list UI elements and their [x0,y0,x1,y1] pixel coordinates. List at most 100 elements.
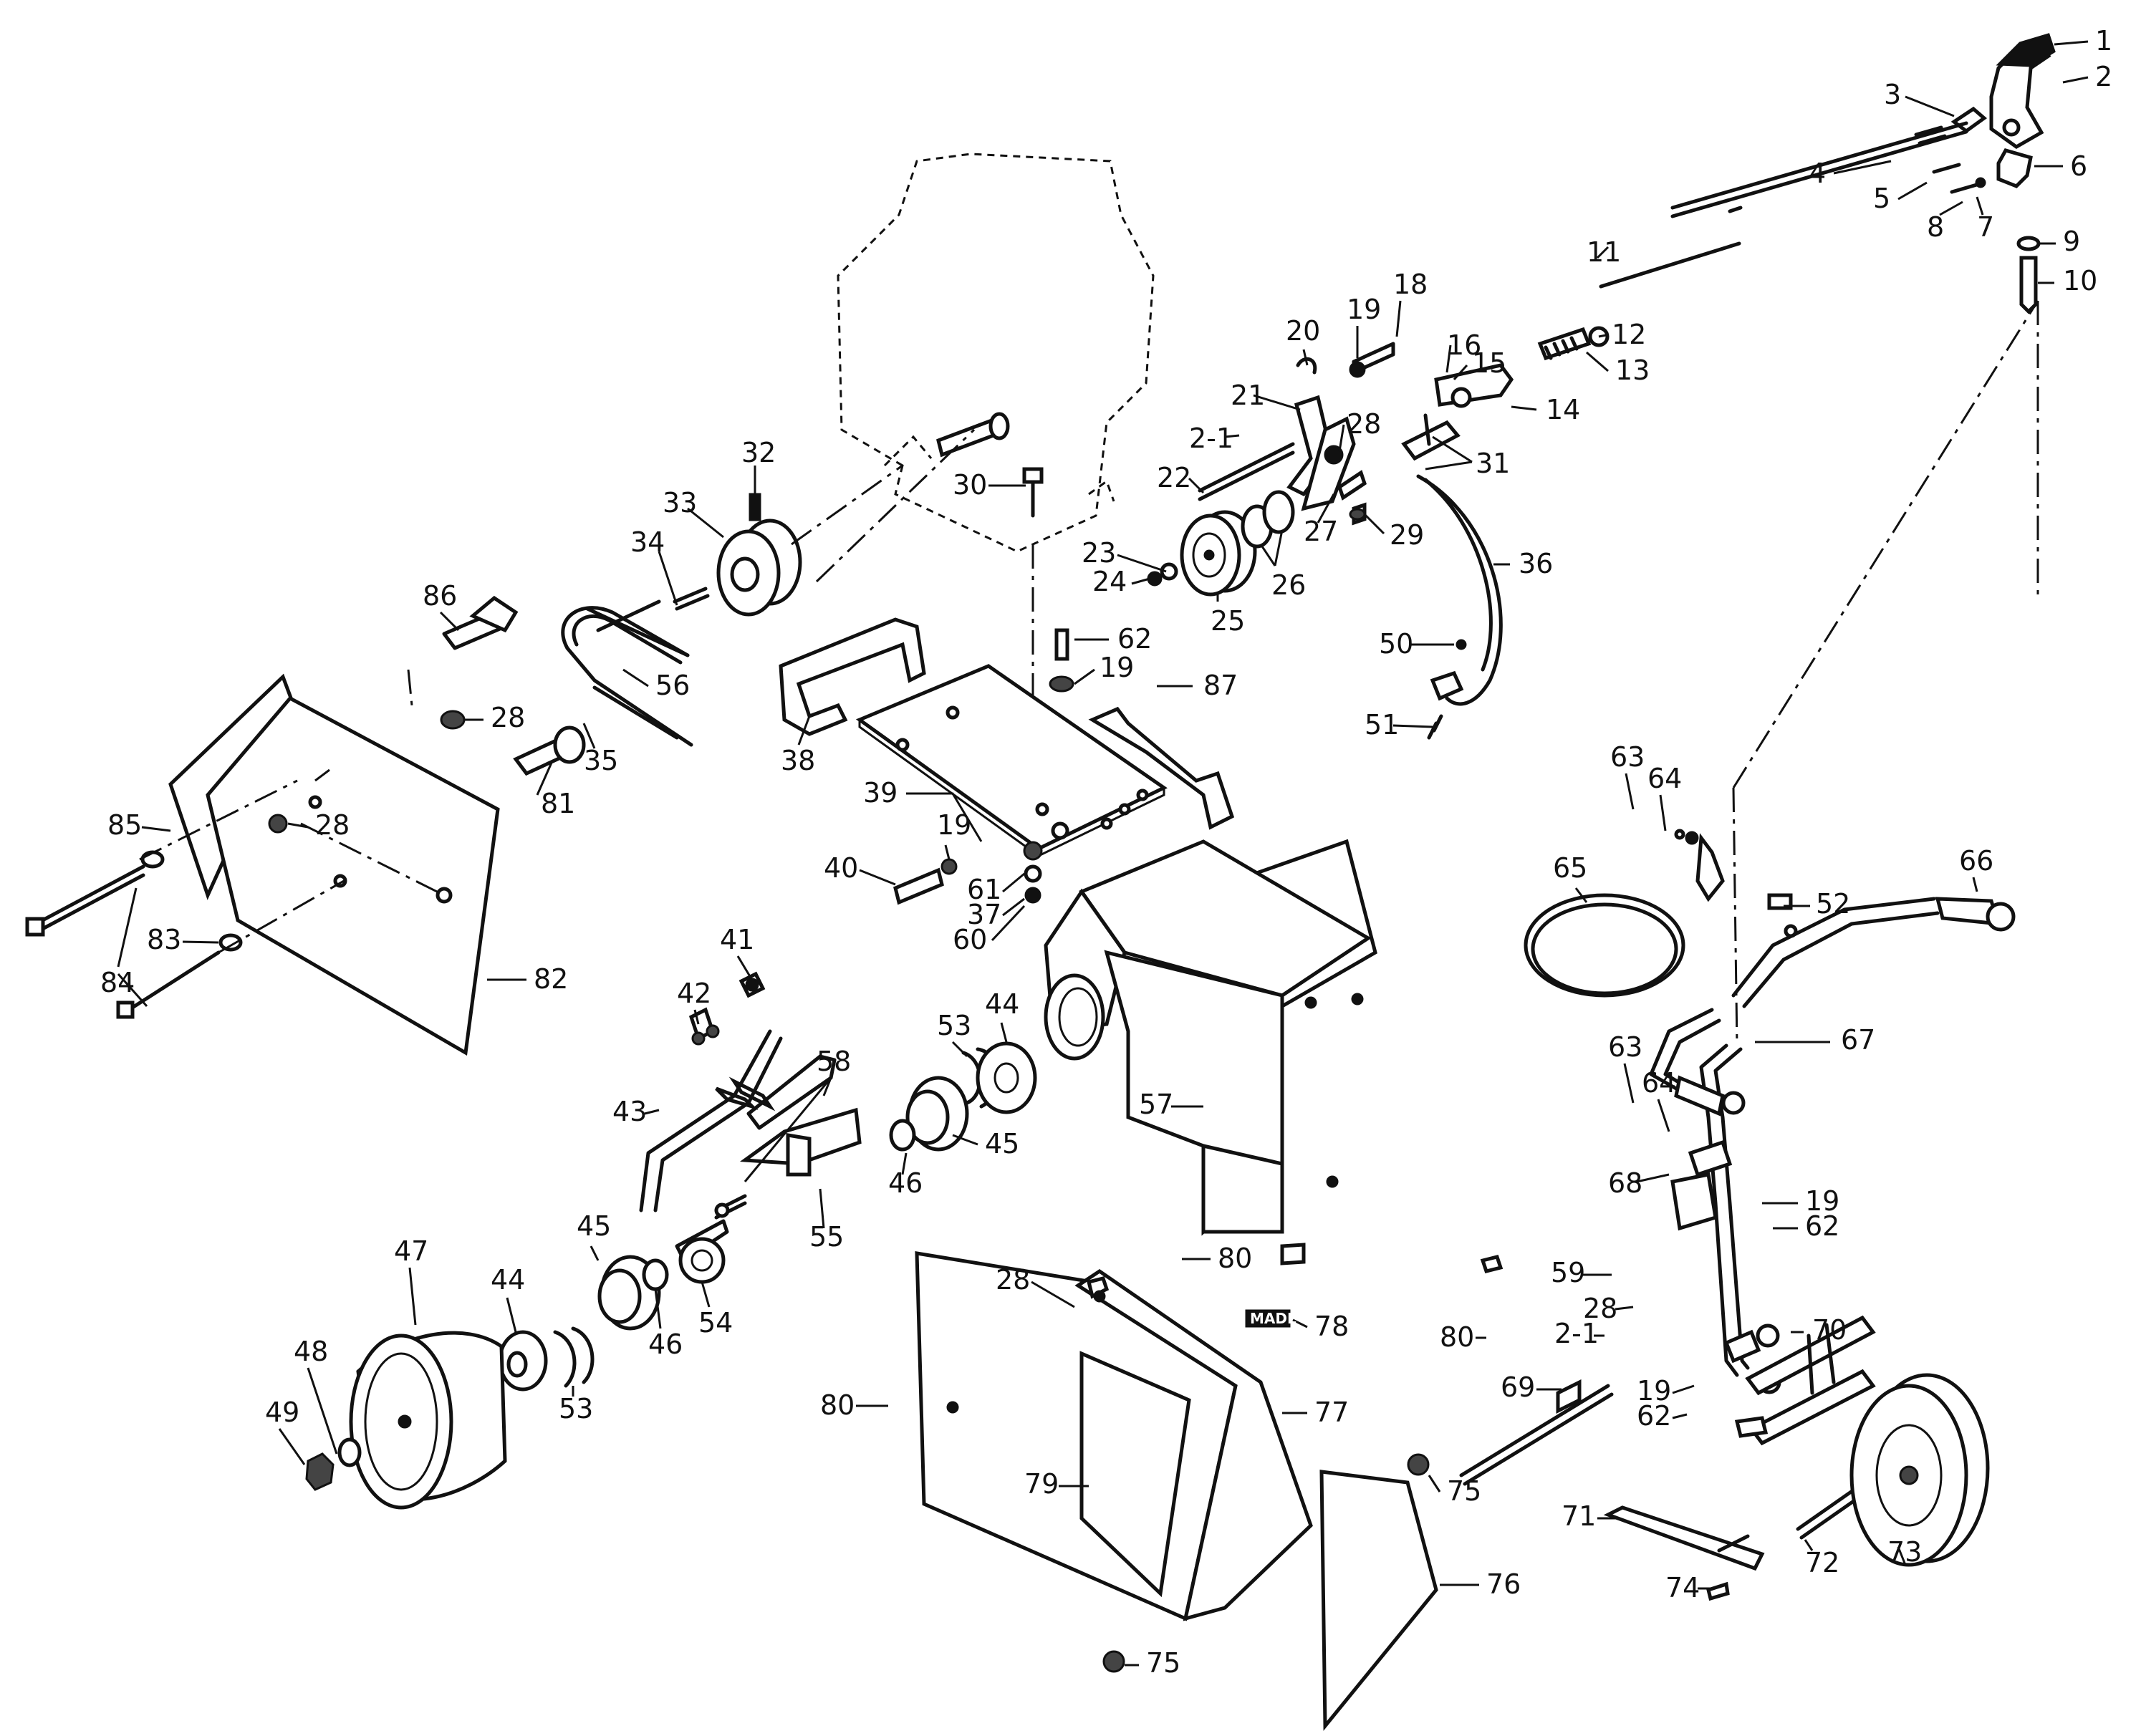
callout-number: 26 [1271,569,1306,601]
callout-number: 47 [394,1235,428,1267]
callout-leader [1395,300,1402,337]
callout-number: 73 [1887,1536,1922,1568]
callout-number: 64 [1647,763,1682,794]
callout-leader [687,507,724,539]
belt-guard [25,669,500,1056]
callout-leader [1074,668,1095,685]
callout-number: 86 [423,580,457,612]
callout-number: 50 [1379,628,1413,660]
callout-leader [1636,1173,1670,1183]
callout-number: 10 [2063,265,2097,296]
callout-leader [1445,344,1452,373]
drive-wheel [305,1331,507,1510]
callout-leader [1897,181,1928,201]
callout-number: 55 [809,1221,844,1253]
callout-number: 67 [1841,1024,1875,1056]
control-lever [1537,33,2056,361]
callout-leader [1625,773,1635,810]
callout-leader [622,668,649,688]
callout-number: 14 [1546,394,1580,425]
callout-number: 43 [612,1096,647,1127]
callout-number: 19 [1805,1185,1839,1217]
callout-number: 48 [294,1336,328,1367]
callout-leader [1224,434,1240,438]
callout-leader [944,844,951,860]
callout-number: 13 [1615,355,1650,386]
callout-number: 29 [1390,519,1424,551]
callout-number: 75 [1447,1475,1481,1507]
callout-leader [701,1281,711,1308]
drive-chain [639,971,783,1212]
callout-leader [1659,794,1667,831]
callout-number: 64 [1642,1067,1676,1099]
callout-leader [797,715,811,746]
callout-number: 58 [817,1046,851,1077]
callout-number: 82 [534,963,568,995]
callout-number: 85 [107,809,142,841]
callout-number: 37 [967,899,1001,930]
callout-leader [1596,246,1610,259]
callout-leader [906,792,983,842]
engine-outline [837,153,1155,553]
callout-number: 59 [1551,1257,1585,1288]
callout-number: 28 [1347,408,1381,440]
callout-number: 46 [648,1328,683,1360]
callout-number: 31 [1476,448,1510,479]
callout-leader [1598,334,1607,338]
callout-leader [582,723,596,749]
callout-number: 57 [1139,1089,1173,1120]
callout-leader [1976,196,1984,216]
callout-leader [1574,887,1588,903]
callout-number: 63 [1608,1031,1642,1063]
callout-leader [590,1245,600,1261]
engine-pulley [673,412,1010,617]
callout-leader [654,1288,662,1329]
callout-number: 1 [2095,25,2112,57]
callout-leader [951,1041,968,1058]
callout-number: 46 [888,1167,923,1199]
callout-number: 87 [1203,670,1238,701]
callout-number: 23 [1082,537,1116,569]
callout-number: 49 [265,1397,299,1428]
callout-leader [744,1077,832,1182]
callout-number: 78 [1314,1311,1349,1342]
callout-number: 32 [741,437,776,468]
callout-number: 54 [698,1307,733,1339]
callout-number: 27 [1304,516,1338,547]
callout-leader [736,955,752,978]
chute-housing [915,1243,1438,1731]
callout-number: 2-1 [1554,1318,1599,1349]
callout-leader [1623,1063,1635,1104]
callout-number: 42 [677,978,711,1009]
callout-leader [2054,40,2089,46]
callout-leader [117,887,148,1007]
callout-leader [1615,1306,1634,1311]
callout-leader [1804,1539,1814,1551]
callout-number: 84 [100,967,135,998]
callout-number: 22 [1157,462,1191,493]
callout-leader [658,551,678,606]
callout-number: 72 [1805,1547,1839,1578]
callout-number: 75 [1146,1647,1180,1679]
callout-leader [506,1297,517,1333]
callout-number: 79 [1024,1468,1059,1500]
callout-number: 81 [541,788,575,819]
callout-leader [819,1188,825,1229]
callout-number: 28 [1583,1293,1617,1324]
callout-number: 62 [1117,623,1152,655]
callout-leader [408,1267,417,1326]
clutch-cable [1416,474,1503,740]
callout-leader [307,1367,338,1455]
callout-leader [1511,405,1537,411]
callout-number: 44 [491,1264,525,1296]
callout-leader [1833,160,1892,175]
callout-number: 19 [1347,294,1381,325]
callout-leader [1000,1022,1008,1043]
callout-number: 19 [1100,652,1134,683]
callout-number: 4 [1809,158,1826,189]
callout-number: 53 [559,1393,593,1424]
callout-leader [1188,477,1205,494]
frame-plate [779,617,1235,905]
callout-leader [1657,1099,1670,1132]
